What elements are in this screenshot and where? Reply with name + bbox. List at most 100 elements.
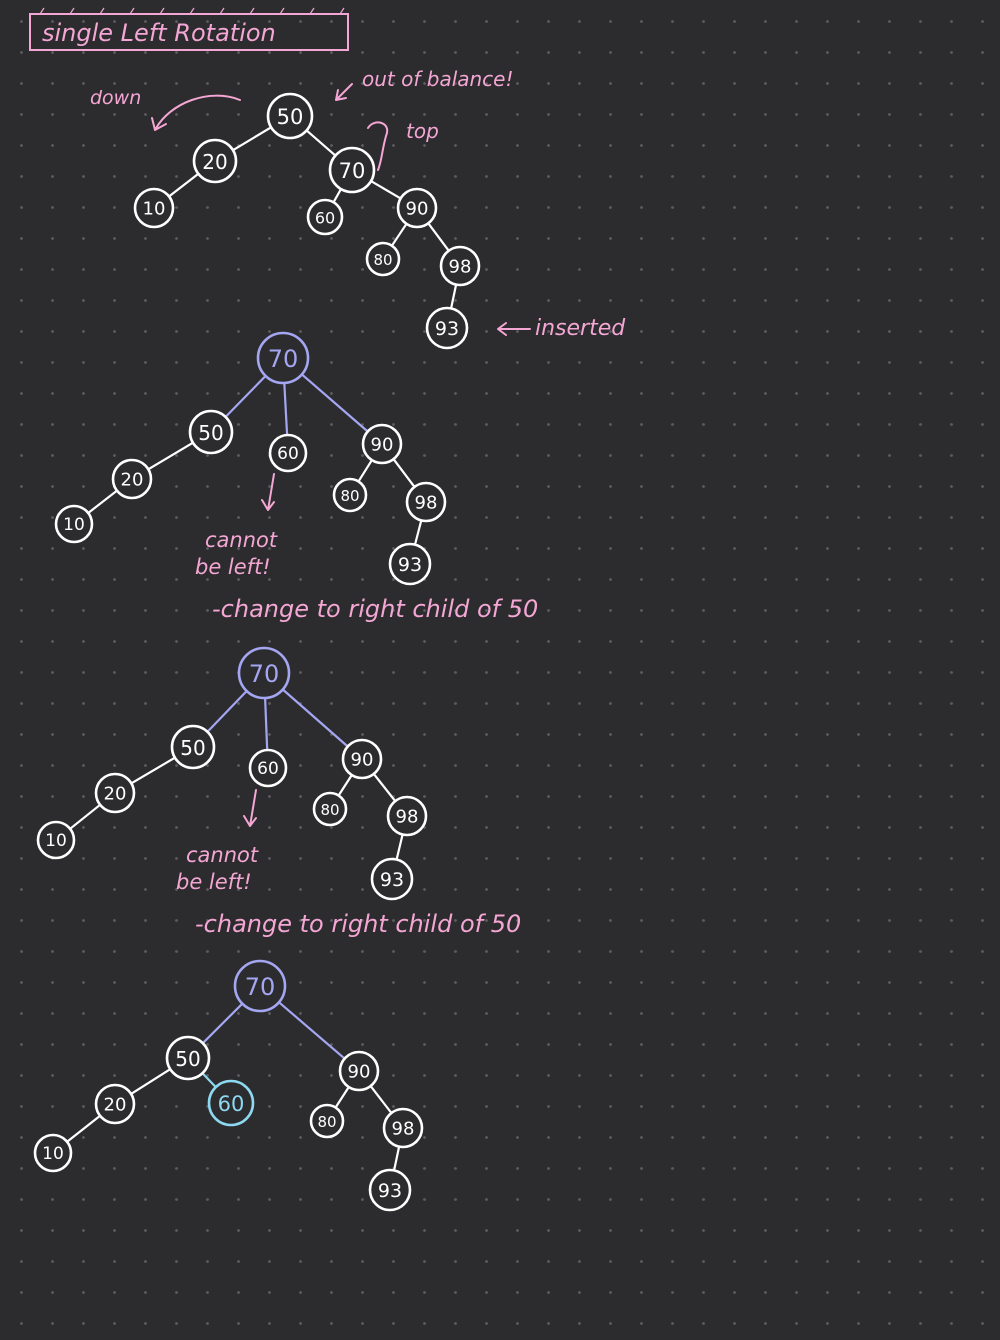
tree-node-10: 10 (133, 187, 175, 229)
cannot-be-left-arrow-2 (243, 789, 257, 827)
node-circle (386, 795, 428, 837)
edge-90-80 (334, 1085, 350, 1109)
edge-70-60 (264, 696, 269, 752)
node-label: 93 (378, 1180, 402, 1202)
tree-node-93: 93 (388, 542, 432, 586)
node-circle (328, 146, 376, 194)
node-label: 10 (42, 1144, 64, 1164)
edge-90-98 (372, 772, 397, 803)
edge-70-60 (283, 381, 289, 437)
tree-node-98: 98 (405, 481, 447, 523)
tree-node-80: 80 (365, 241, 401, 277)
edge-70-90 (277, 1001, 346, 1060)
node-label: 10 (143, 199, 166, 220)
tree-node-93: 93 (370, 857, 414, 901)
node-circle (396, 187, 438, 229)
edge-90-80 (390, 222, 408, 247)
tree-node-70: 70 (237, 646, 291, 700)
node-label: 10 (63, 515, 85, 535)
tree-node-80: 80 (312, 791, 348, 827)
tree-node-93: 93 (425, 306, 469, 350)
node-circle (266, 92, 314, 140)
node-circle (365, 241, 401, 277)
node-label: 90 (371, 435, 394, 456)
edge-98-93 (395, 833, 404, 861)
node-circle (332, 477, 368, 513)
tree-node-10: 10 (36, 820, 76, 860)
down-arrow (151, 94, 241, 131)
edge-98-93 (450, 283, 458, 310)
out-of-balance-label: out of balance! (362, 67, 514, 91)
tree-node-20: 20 (94, 772, 136, 814)
node-circle (370, 857, 414, 901)
edge-90-98 (427, 222, 450, 252)
node-circle (94, 1083, 136, 1125)
node-label: 70 (339, 159, 366, 183)
tree-node-98: 98 (382, 1107, 424, 1149)
node-label: 90 (348, 1062, 371, 1083)
node-circle (268, 433, 308, 473)
tree-node-60: 60 (248, 748, 288, 788)
node-label: 90 (406, 199, 429, 220)
node-circle (188, 409, 234, 455)
page-title: single Left Rotation (42, 19, 276, 47)
node-label: 20 (202, 150, 227, 174)
down-label: down (90, 87, 141, 109)
node-label: 80 (320, 801, 339, 819)
tree-node-80: 80 (332, 477, 368, 513)
tree-node-60: 60 (268, 433, 308, 473)
edge-20-10 (65, 1114, 102, 1143)
edge-50-70 (305, 129, 337, 157)
node-circle (439, 245, 481, 287)
tree-node-60: 60 (207, 1079, 255, 1127)
node-label: 90 (351, 750, 374, 771)
node-label: 98 (449, 257, 472, 278)
out-of-balance-arrow (335, 83, 353, 101)
node-circle (425, 306, 469, 350)
node-label: 60 (277, 444, 299, 464)
node-circle (111, 458, 153, 500)
node-circle (256, 331, 310, 385)
edge-90-98 (369, 1084, 393, 1115)
be-left-label-2: be left! (176, 870, 252, 894)
edge-70-50 (224, 374, 267, 418)
node-label: 20 (104, 1095, 127, 1116)
tree-node-80: 80 (309, 1103, 345, 1139)
title-box (29, 13, 349, 51)
node-circle (368, 1168, 412, 1212)
edge-70-50 (201, 1002, 244, 1045)
top-arrow (367, 121, 389, 171)
title-block: single Left Rotation (29, 7, 349, 51)
change-note-1: -change to right child of 50 (212, 595, 538, 623)
node-label: 60 (218, 1092, 245, 1116)
edge-20-10 (87, 489, 119, 515)
node-circle (388, 542, 432, 586)
node-circle (33, 1133, 73, 1173)
cannot-be-left-arrow-1 (261, 473, 275, 511)
node-label: 80 (340, 487, 359, 505)
edge-90-80 (357, 459, 373, 483)
cannot-label-1: cannot (205, 528, 278, 552)
cannot-label-2: cannot (186, 843, 259, 867)
tree-node-90: 90 (338, 1050, 380, 1092)
be-left-label-1: be left! (195, 555, 271, 579)
node-circle (192, 138, 238, 184)
edge-70-90 (281, 688, 349, 748)
node-circle (94, 772, 136, 814)
node-label: 50 (277, 105, 304, 129)
annotations-tree-3: cannot be left! -change to right child o… (176, 789, 521, 938)
edge-50-20 (147, 441, 195, 471)
node-label: 70 (249, 660, 280, 688)
node-label: 20 (104, 784, 127, 805)
tree-node-50: 50 (266, 92, 314, 140)
annotations-tree-2: cannot be left! -change to right child o… (195, 473, 538, 623)
node-circle (248, 748, 288, 788)
node-label: 50 (175, 1047, 200, 1071)
annotations-tree-1: down out of balance! top inserted (90, 67, 626, 341)
tree-node-10: 10 (33, 1133, 73, 1173)
node-circle (361, 423, 403, 465)
edge-50-20 (231, 126, 273, 152)
